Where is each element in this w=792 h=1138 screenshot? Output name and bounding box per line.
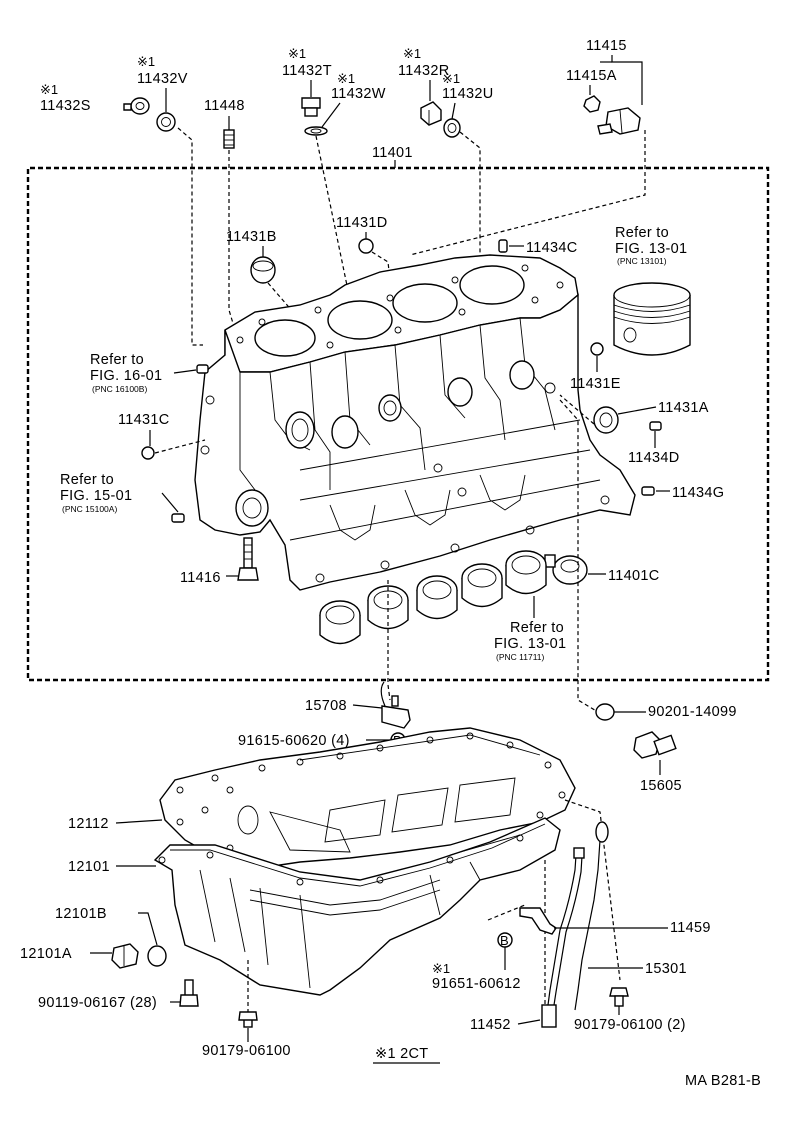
- dowel-ref15: [171, 513, 185, 523]
- gasket-11432W: [304, 126, 328, 136]
- main-bearings: [319, 550, 547, 645]
- note-marker-11432U: ※1: [442, 71, 460, 86]
- ref-bearing-line3: (PNC 11711): [496, 652, 545, 662]
- bolt-90119: [179, 979, 199, 1007]
- callout-11431D: 11431D: [336, 215, 388, 231]
- callout-11401C: 11401C: [608, 568, 660, 584]
- callout-91651: 91651-60612: [432, 976, 521, 992]
- b-marker-bottom-label: B: [500, 933, 509, 948]
- pin-11434G: [641, 486, 655, 496]
- plug-11431B: [250, 256, 276, 284]
- oil-pan-12101: [153, 817, 561, 996]
- callout-11432S: 11432S: [40, 98, 91, 114]
- plug-11431C: [141, 446, 155, 460]
- note-marker-11432V: ※1: [137, 54, 155, 69]
- callout-15708: 15708: [305, 698, 347, 714]
- dowel-ref16: [196, 364, 209, 374]
- ref-fig15-line1: Refer to: [60, 472, 114, 488]
- callout-11401: 11401: [372, 145, 413, 161]
- gasket-11432V: [156, 112, 176, 132]
- dipstick-15301: [574, 821, 609, 1011]
- ref-piston-line1: Refer to: [615, 225, 669, 241]
- callout-11415: 11415: [586, 38, 627, 54]
- ref-bearing-line1: Refer to: [510, 620, 564, 636]
- ref-fig15-line2: FIG. 15-01: [60, 488, 132, 504]
- callout-90179-center: 90179-06100: [202, 1043, 291, 1059]
- callout-15301: 15301: [645, 961, 687, 977]
- callout-11431E: 11431E: [570, 376, 621, 392]
- callout-90179-right: 90179-06100 (2): [574, 1017, 686, 1033]
- plug-11431E: [590, 342, 604, 356]
- plug-11432S: [123, 97, 150, 115]
- ref-fig16-line1: Refer to: [90, 352, 144, 368]
- gasket-90201: [595, 703, 615, 721]
- callout-12112: 12112: [68, 816, 109, 832]
- plug-11432R: [420, 101, 442, 126]
- callout-11416: 11416: [180, 570, 221, 586]
- gasket-12101B: [147, 945, 167, 967]
- callout-90119: 90119-06167 (28): [38, 995, 157, 1011]
- callout-90201: 90201-14099: [648, 704, 737, 720]
- footer-note: ※1 2CT: [375, 1046, 428, 1062]
- bolt-90179-right: [609, 987, 629, 1007]
- bearing-cap-11401C: [544, 554, 588, 585]
- callout-11431C: 11431C: [118, 412, 170, 428]
- callout-12101A: 12101A: [20, 946, 72, 962]
- stud-11448: [223, 129, 235, 149]
- seal-11431A: [593, 406, 619, 434]
- bolt-11416: [237, 537, 259, 581]
- figure-code: MA B281-B: [685, 1073, 761, 1089]
- callout-11434C: 11434C: [526, 240, 578, 256]
- callout-11434G: 11434G: [672, 485, 724, 501]
- callout-11448: 11448: [204, 98, 245, 114]
- callout-11431B: 11431B: [226, 229, 277, 245]
- plug-11431D: [358, 238, 374, 254]
- oil-pressure-switch-11415A: [583, 95, 601, 113]
- piston-reference: [613, 282, 691, 356]
- callout-12101B: 12101B: [55, 906, 107, 922]
- plug-11432T: [301, 97, 321, 117]
- callout-11432T: 11432T: [282, 63, 332, 79]
- note-marker-11432T: ※1: [288, 46, 306, 61]
- bracket-11459: [519, 907, 557, 935]
- callout-11415A: 11415A: [566, 68, 617, 84]
- ref-bearing-line2: FIG. 13-01: [494, 636, 566, 652]
- baffle-plate-12112: [159, 727, 576, 869]
- drain-plug-15605: [633, 731, 677, 759]
- note-marker-11432S: ※1: [40, 82, 58, 97]
- note-marker-11432R: ※1: [403, 46, 421, 61]
- oil-nozzle-15708: [380, 681, 411, 729]
- block-group-frame: [26, 166, 770, 682]
- cylinder-block: [194, 254, 636, 591]
- callout-11432V: 11432V: [137, 71, 188, 87]
- callout-12101: 12101: [68, 859, 110, 875]
- callout-91615: 91615-60620 (4): [238, 733, 350, 749]
- note-marker-11432W: ※1: [337, 71, 355, 86]
- ref-piston-line3: (PNC 13101): [617, 256, 667, 266]
- pin-11434C: [498, 239, 508, 253]
- callout-11432R: 11432R: [398, 63, 450, 79]
- callout-11431A: 11431A: [658, 400, 709, 416]
- ref-fig16-line2: FIG. 16-01: [90, 368, 162, 384]
- drain-plug-12101A: [111, 943, 139, 969]
- dipstick-guide-11452: [541, 847, 585, 1028]
- callout-15605: 15605: [640, 778, 682, 794]
- note-marker-91651: ※1: [432, 961, 450, 976]
- gasket-11432U: [443, 118, 461, 138]
- callout-11459: 11459: [670, 920, 711, 936]
- callout-11432W: 11432W: [331, 86, 386, 102]
- oil-pressure-switch-11415: [597, 107, 641, 135]
- pin-11434D: [649, 421, 662, 431]
- callout-11452: 11452: [470, 1017, 511, 1033]
- bolt-90179-center: [238, 1011, 258, 1028]
- callout-11432U: 11432U: [442, 86, 494, 102]
- ref-fig15-line3: (PNC 15100A): [62, 504, 117, 514]
- ref-piston-line2: FIG. 13-01: [615, 241, 687, 257]
- ref-fig16-line3: (PNC 16100B): [92, 384, 147, 394]
- callout-11434D: 11434D: [628, 450, 680, 466]
